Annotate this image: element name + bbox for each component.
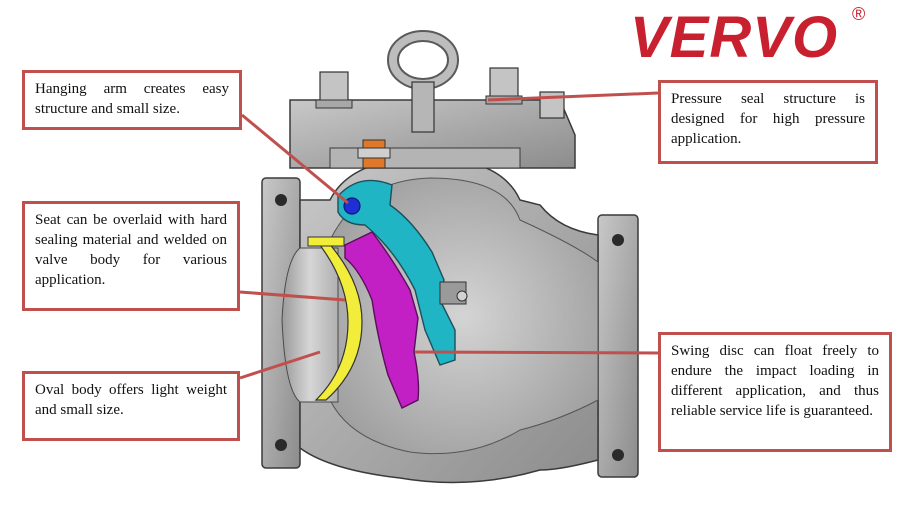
callout-seat: Seat can be overlaid with hard sealing m… xyxy=(22,201,240,311)
hanging-arm xyxy=(337,179,456,366)
leader-line-oval-body xyxy=(239,350,321,380)
callout-text: Swing disc can float freely to endure th… xyxy=(671,343,879,419)
callout-hanging-arm: Hanging arm creates easy structure and s… xyxy=(22,70,242,130)
hex-nut-icon xyxy=(315,71,353,109)
callout-text: Oval body offers light weight and small … xyxy=(35,382,227,418)
callout-oval-body: Oval body offers light weight and small … xyxy=(22,371,240,441)
leader-lines xyxy=(239,91,659,380)
registered-mark: ® xyxy=(852,4,866,24)
vervo-logo: VERVO xyxy=(630,5,839,70)
callout-swing-disc: Swing disc can float freely to endure th… xyxy=(658,332,892,452)
flange-bolt-hole xyxy=(275,439,287,451)
swing-disc xyxy=(344,231,420,409)
leader-line-hanging-arm xyxy=(241,113,349,205)
flange-bolt-hole xyxy=(612,449,624,461)
flange-bolt-hole xyxy=(612,234,624,246)
disc-nut-bolt xyxy=(456,290,468,302)
flange-bolt-hole xyxy=(275,194,287,206)
callout-text: Pressure seal structure is designed for … xyxy=(671,91,865,147)
outlet-flange xyxy=(597,214,639,478)
leader-line-swing-disc xyxy=(414,350,659,355)
callout-text: Hanging arm creates easy structure and s… xyxy=(35,81,229,117)
callout-text: Seat can be overlaid with hard sealing m… xyxy=(35,212,227,288)
pressure-seal-bonnet xyxy=(289,30,576,169)
callout-pressure-seal: Pressure seal structure is designed for … xyxy=(658,80,878,164)
gland-stud xyxy=(357,147,391,159)
inlet-bore xyxy=(281,247,339,403)
eye-bolt-icon xyxy=(387,30,459,133)
seat-ring-top xyxy=(307,236,345,247)
seat-ring xyxy=(314,239,363,401)
leader-line-pressure-seal xyxy=(487,91,659,102)
leader-line-seat xyxy=(239,290,346,302)
